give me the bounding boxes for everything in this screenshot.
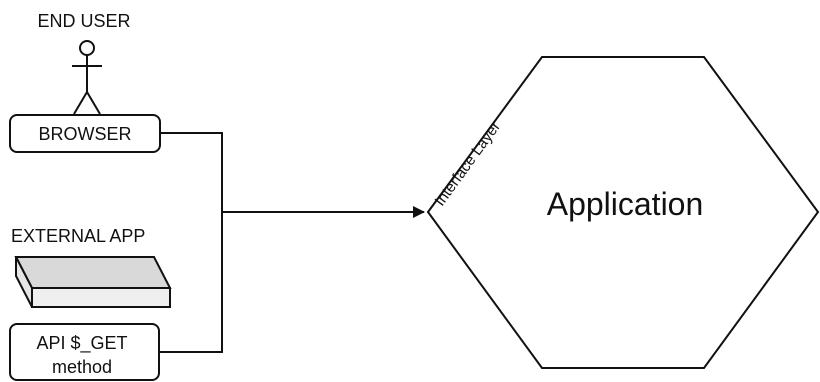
browser-connector [160, 132, 223, 212]
application-node: Interface Layer Application [426, 56, 820, 369]
browser-node: BROWSER [9, 114, 161, 153]
application-title: Application [547, 186, 704, 222]
api-get-label-line1: API $_GET [36, 333, 127, 354]
stick-figure-icon [72, 40, 102, 115]
connector-lines [159, 132, 425, 353]
end-user-label: END USER [37, 11, 130, 31]
browser-label: BROWSER [38, 124, 131, 144]
application-hexagon [426, 56, 820, 369]
api-get-node: API $_GET method [9, 323, 160, 381]
api-connector [159, 212, 223, 353]
external-app-label: EXTERNAL APP [11, 226, 145, 246]
end-user-group: END USER [37, 11, 131, 115]
slab-device-icon [14, 256, 172, 308]
api-get-label-line2: method [52, 357, 112, 377]
external-app-node: EXTERNAL APP [11, 226, 172, 308]
